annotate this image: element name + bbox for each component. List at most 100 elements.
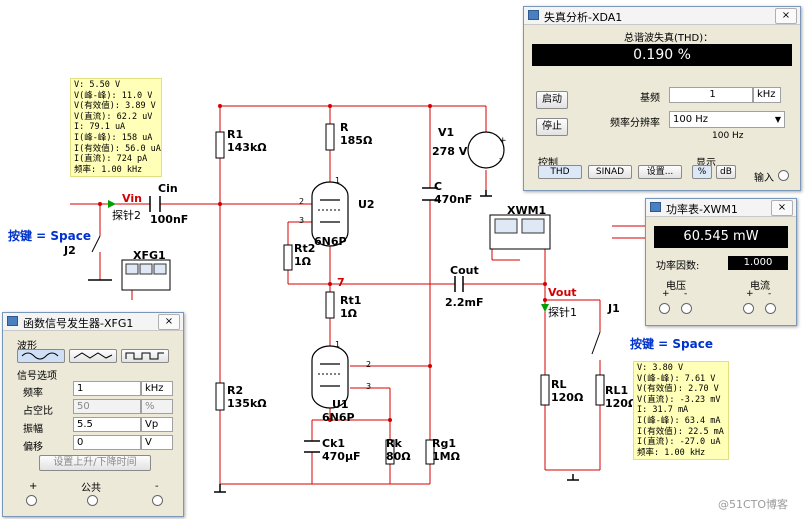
offset-unit[interactable]: V <box>141 435 173 450</box>
sine-wave-button[interactable] <box>17 349 65 363</box>
r1-value: 143kΩ <box>227 141 267 154</box>
probe-out-readout: V: 3.80 V V(峰-峰): 7.61 V V(有效值): 2.70 V … <box>633 361 729 461</box>
freq-input[interactable]: 1 <box>73 381 141 396</box>
close-icon[interactable]: × <box>771 200 793 216</box>
vout-label: Vout <box>548 286 577 299</box>
fundamental-input[interactable]: 1 <box>669 87 753 103</box>
rise-fall-time-button[interactable]: 设置上升/下降时间 <box>39 455 151 471</box>
resolution-select[interactable]: 100 Hz ▼ <box>669 111 785 128</box>
v1-plus: + <box>499 136 507 146</box>
fundamental-unit[interactable]: kHz <box>753 87 781 103</box>
input-label: 输入 <box>754 173 774 184</box>
fgen-title: 函数信号发生器-XFG1 <box>23 317 134 330</box>
probe-in-line: V: 5.50 V <box>74 80 121 90</box>
u1-pin2: 2 <box>366 360 372 369</box>
offset-input[interactable]: 0 <box>73 435 141 450</box>
close-icon[interactable]: × <box>158 314 180 330</box>
percent-button[interactable]: % <box>692 165 712 179</box>
terminal-icon[interactable] <box>87 495 98 506</box>
ck1-name: Ck1 <box>322 437 346 450</box>
stop-button[interactable]: 停止 <box>536 118 568 136</box>
amp-unit[interactable]: Vp <box>141 417 173 432</box>
close-icon[interactable]: × <box>775 8 797 24</box>
voltage-minus-label: - <box>684 289 688 299</box>
distortion-titlebar[interactable]: 失真分析-XDA1 × <box>524 7 800 25</box>
wattmeter-titlebar[interactable]: 功率表-XWM1 × <box>646 199 796 217</box>
sinad-button[interactable]: SINAD <box>588 165 632 179</box>
u2-model: 6N6P <box>314 235 347 248</box>
current-minus-label: - <box>768 289 772 299</box>
c-name: C <box>434 180 443 193</box>
probe-out-line: V: 3.80 V <box>637 363 684 373</box>
r-value: 185Ω <box>340 134 373 147</box>
u1-pin1: 1 <box>335 340 341 349</box>
r1-name: R1 <box>227 128 244 141</box>
distortion-analyzer-window: 失真分析-XDA1 × 总谐波失真(THD)： 0.190 % 启动 停止 基频… <box>523 6 801 191</box>
terminal-icon[interactable] <box>152 495 163 506</box>
terminal-icon[interactable] <box>26 495 37 506</box>
probe-out-line: I(直流): -27.0 uA <box>637 437 721 448</box>
xfg1-name: XFG1 <box>133 249 166 262</box>
control-label: 控制 <box>538 158 558 169</box>
probe-out-line: V(有效值): 2.70 V <box>637 384 719 395</box>
probe-out-line: I(峰-峰): 63.4 mA <box>637 415 721 426</box>
cin-name: Cin <box>158 182 178 195</box>
probe-in-line: V(有效值): 3.89 V <box>74 101 156 112</box>
fundamental-label: 基频 <box>640 93 660 104</box>
probe-out-line: I(有效值): 22.5 mA <box>637 426 724 437</box>
watermark: @51CTO博客 <box>718 498 789 511</box>
probe-in-line: V(峰-峰): 11.0 V <box>74 90 153 101</box>
thd-button[interactable]: THD <box>538 165 582 179</box>
c-value: 470nF <box>434 193 473 206</box>
resolution-label: 频率分辨率 <box>610 118 660 129</box>
square-wave-button[interactable] <box>121 349 169 363</box>
signal-options-label: 信号选项 <box>17 371 57 382</box>
rt2-value: 1Ω <box>294 255 312 268</box>
duty-unit[interactable]: % <box>141 399 173 414</box>
probe-in-readout: V: 5.50 V V(峰-峰): 11.0 V V(有效值): 3.89 V … <box>70 78 162 178</box>
terminal-icon[interactable] <box>765 303 776 314</box>
fgen-titlebar[interactable]: 函数信号发生器-XFG1 × <box>3 313 183 331</box>
rt1-name: Rt1 <box>340 294 362 307</box>
triangle-wave-button[interactable] <box>69 349 117 363</box>
key-space-right: 按键 = Space <box>630 337 713 351</box>
u2-name: U2 <box>358 198 375 211</box>
wattmeter-title: 功率表-XWM1 <box>666 203 738 216</box>
start-button[interactable]: 启动 <box>536 91 568 109</box>
terminal-icon[interactable] <box>659 303 670 314</box>
db-button[interactable]: dB <box>716 165 736 179</box>
current-label: 电流 <box>750 281 770 292</box>
u2-pin1: 1 <box>335 176 341 185</box>
power-factor-label: 功率因数: <box>656 261 700 272</box>
v1-name: V1 <box>438 126 455 139</box>
cout-value: 2.2mF <box>445 296 484 309</box>
rk-value: 80Ω <box>386 450 411 463</box>
node-7-label: 7 <box>337 276 345 289</box>
duty-input[interactable]: 50 <box>73 399 141 414</box>
amp-input[interactable]: 5.5 <box>73 417 141 432</box>
instrument-icon <box>650 202 661 212</box>
input-terminal-icon[interactable] <box>778 170 789 181</box>
probe1-label: 探针1 <box>548 306 577 319</box>
minus-label: - <box>155 481 159 492</box>
settings-button[interactable]: 设置... <box>638 165 682 179</box>
vin-label: Vin <box>122 192 142 205</box>
plus-label: + <box>29 481 38 492</box>
freq-unit[interactable]: kHz <box>141 381 173 396</box>
terminal-icon[interactable] <box>743 303 754 314</box>
voltage-label: 电压 <box>666 281 686 292</box>
terminal-icon[interactable] <box>681 303 692 314</box>
cin-value: 100nF <box>150 213 189 226</box>
probe-in-line: I(峰-峰): 158 uA <box>74 132 153 143</box>
u1-name: U1 <box>332 398 349 411</box>
current-plus-label: + <box>746 289 754 299</box>
offset-label: 偏移 <box>23 442 43 453</box>
key-space-left: 按键 = Space <box>8 229 91 243</box>
rl-name: RL <box>551 378 567 391</box>
distortion-title: 失真分析-XDA1 <box>544 11 623 24</box>
probe-in-line: V(直流): 62.2 uV <box>74 111 153 122</box>
duty-label: 占空比 <box>23 406 53 417</box>
u1-model: 6N6P <box>322 411 355 424</box>
ck1-value: 470µF <box>322 450 361 463</box>
